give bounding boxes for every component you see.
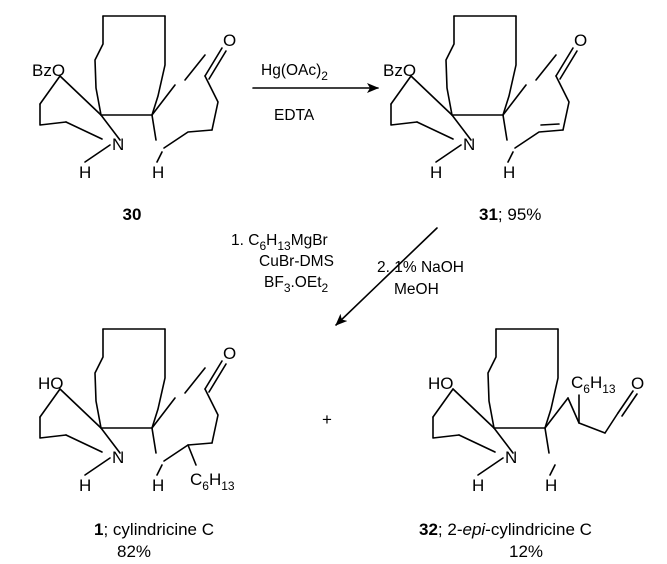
compound-31-h-right: H bbox=[503, 163, 515, 182]
compound-1-substituent: HO bbox=[38, 374, 64, 393]
compound-1-nitrogen: N bbox=[112, 448, 124, 467]
compound-31-skeleton bbox=[390, 15, 578, 163]
compound-1-ketone-oxygen: O bbox=[223, 344, 236, 363]
compound-30-substituent: BzO bbox=[32, 61, 65, 80]
compound-31-ketone-oxygen: O bbox=[574, 31, 587, 50]
compound-32-ketone-oxygen: O bbox=[631, 374, 644, 393]
compound-30-nitrogen: N bbox=[112, 135, 124, 154]
compound-31-label: 31; 95% bbox=[479, 205, 541, 224]
compound-30-h-left: H bbox=[79, 163, 91, 182]
compound-30: BzO O N H H 30 bbox=[32, 15, 236, 224]
compound-32-yield: 12% bbox=[509, 542, 543, 561]
compound-30-ketone-oxygen: O bbox=[223, 31, 236, 50]
reaction-2-step2-line1: 2. 1% NaOH bbox=[377, 259, 464, 276]
compound-31-nitrogen: N bbox=[463, 135, 475, 154]
reaction-arrow-2: 1. C6​H13​MgBr CuBr-DMS BF3​.OEt2​ 2. 1%… bbox=[231, 227, 464, 326]
reaction-1-reagent-top: Hg(OAc)2​ bbox=[261, 62, 328, 83]
reaction-arrow-1: Hg(OAc)2​ EDTA bbox=[252, 62, 379, 124]
compound-32-nitrogen: N bbox=[505, 448, 517, 467]
compound-30-h-right: H bbox=[152, 163, 164, 182]
compound-1: HO O N H H C6​H13​ 1; cylindricine C 82% bbox=[38, 328, 236, 561]
compound-1-alkyl-chain: C6​H13​ bbox=[190, 470, 235, 493]
reaction-2-step2-line2: MeOH bbox=[394, 281, 439, 298]
compound-1-h-left: H bbox=[79, 476, 91, 495]
compound-1-label: 1; cylindricine C bbox=[94, 520, 214, 539]
compound-1-skeleton bbox=[39, 328, 227, 476]
compound-31-substituent: BzO bbox=[383, 61, 416, 80]
plus-sign: + bbox=[322, 410, 332, 429]
reaction-2-step1-line2: CuBr-DMS bbox=[259, 253, 334, 270]
compound-1-yield: 82% bbox=[117, 542, 151, 561]
reaction-2-step1-line1: 1. C6​H13​MgBr bbox=[231, 232, 328, 253]
compound-31: BzO O N H H 31; 95% bbox=[383, 15, 587, 224]
reaction-2-step1-line3: BF3​.OEt2​ bbox=[264, 274, 329, 295]
compound-31-h-left: H bbox=[430, 163, 442, 182]
compound-30-label: 30 bbox=[123, 205, 142, 224]
reaction-1-reagent-bottom: EDTA bbox=[274, 107, 315, 124]
compound-32-h-left: H bbox=[472, 476, 484, 495]
compound-1-h-right: H bbox=[152, 476, 164, 495]
compound-32: HO O N H H C6​H13​ 32; 2-epi-cylindricin… bbox=[419, 328, 644, 561]
compound-32-skeleton bbox=[432, 328, 638, 476]
compound-32-alkyl-chain: C6​H13​ bbox=[571, 373, 616, 396]
compound-32-h-right: H bbox=[545, 476, 557, 495]
compound-32-substituent: HO bbox=[428, 374, 454, 393]
compound-30-skeleton bbox=[39, 15, 227, 163]
reaction-arrow-2-line bbox=[335, 227, 438, 326]
compound-32-label: 32; 2-epi-cylindricine C bbox=[419, 520, 592, 539]
